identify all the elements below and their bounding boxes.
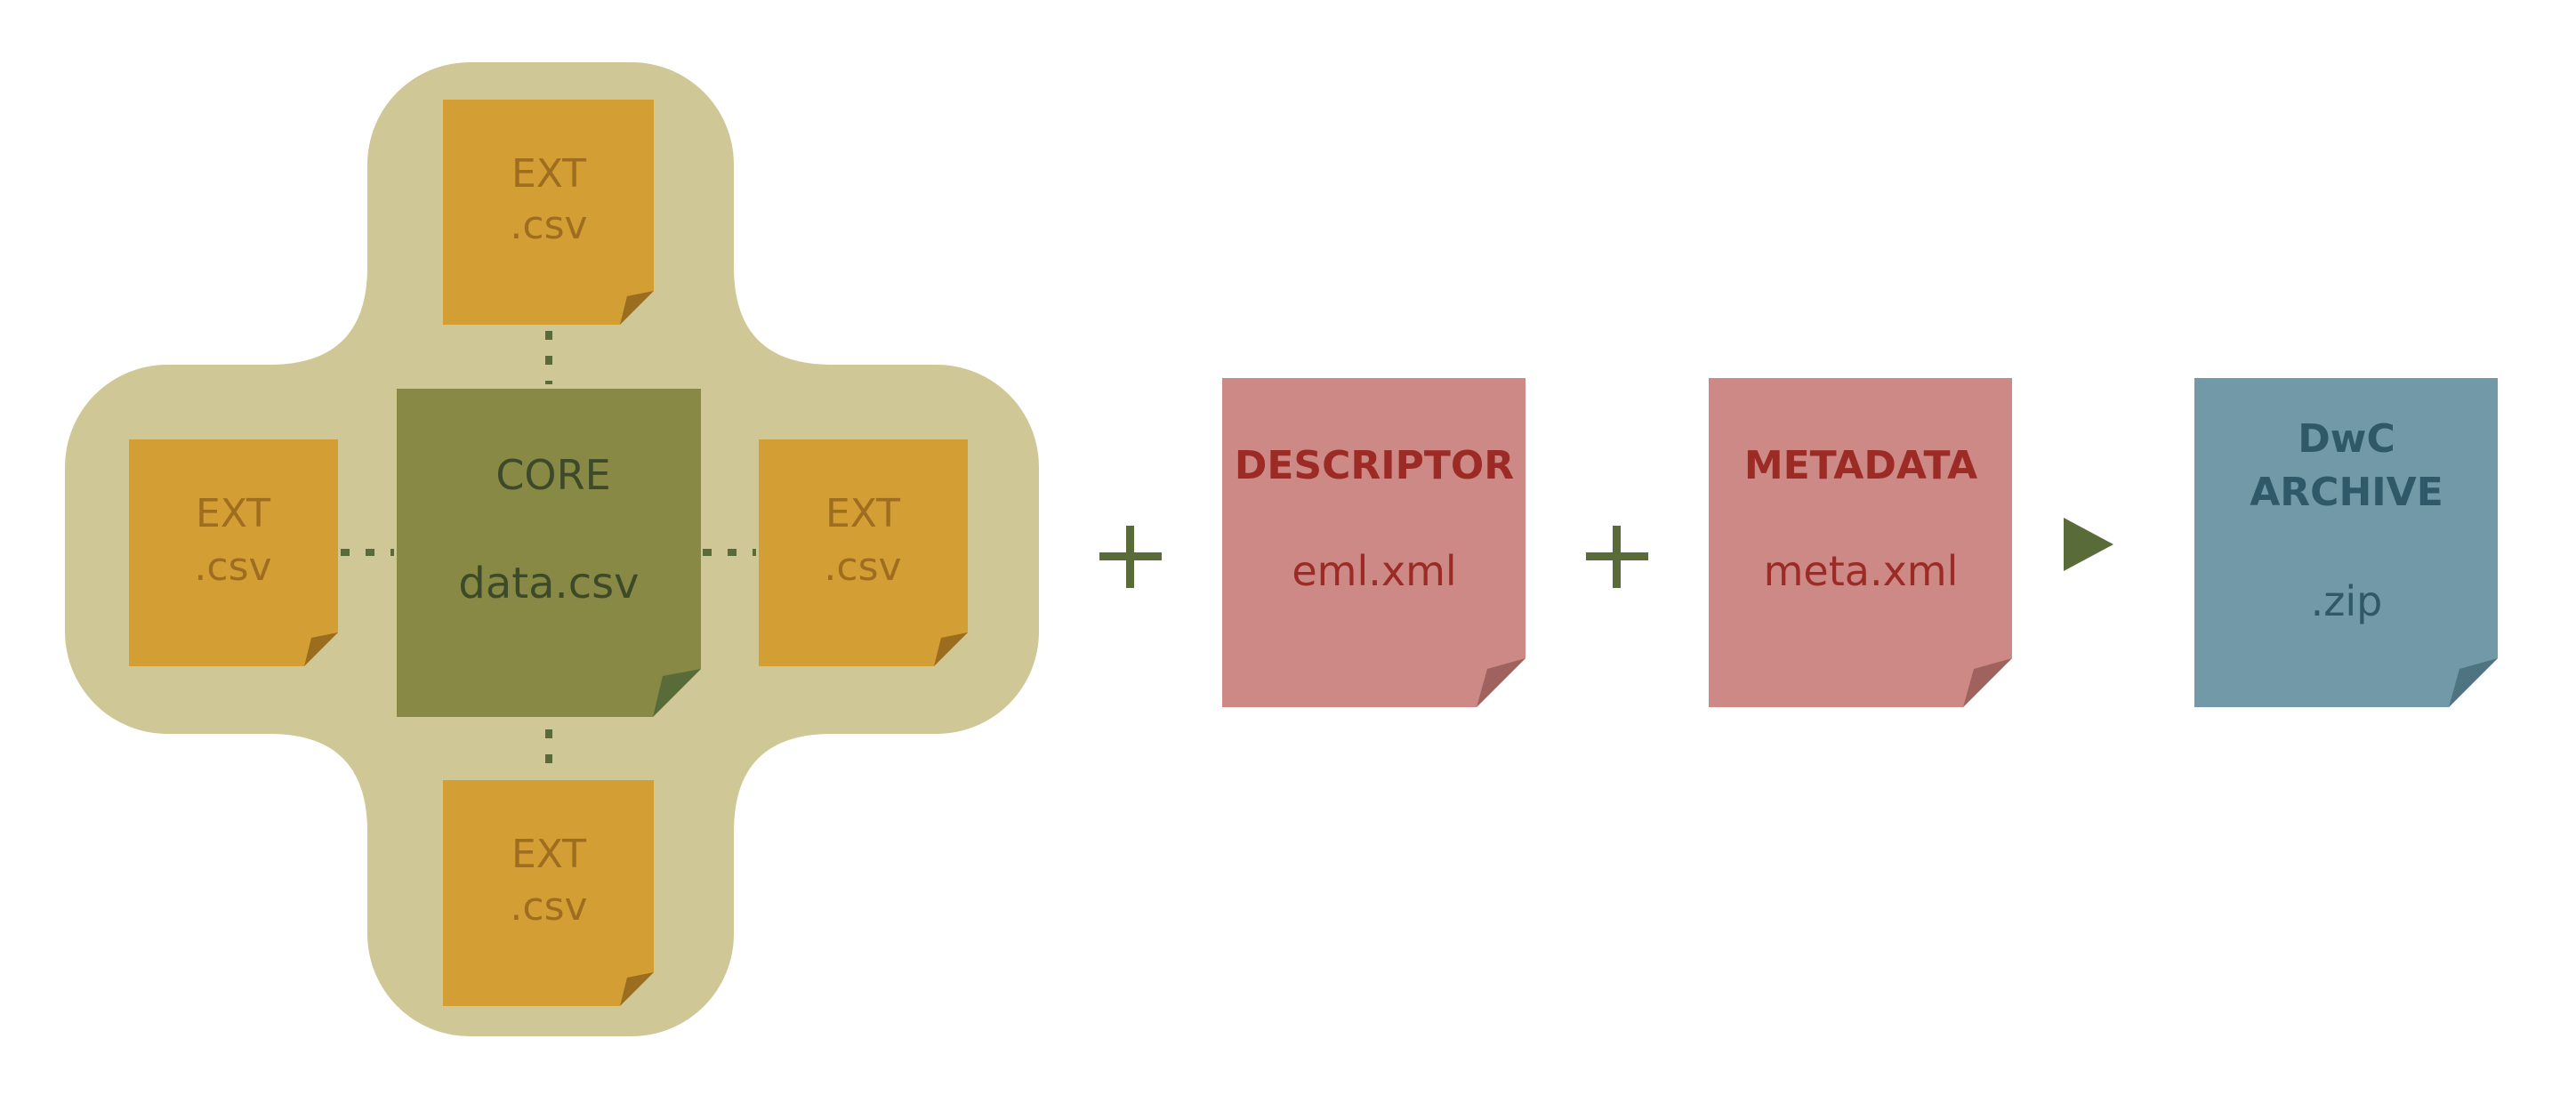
descriptor-file-label: eml.xml xyxy=(1292,547,1456,595)
core-title: CORE xyxy=(495,451,610,499)
metadata-file: METADATA meta.xml xyxy=(1709,378,2012,707)
descriptor-file: DESCRIPTOR eml.xml xyxy=(1222,378,1525,707)
descriptor-title: DESCRIPTOR xyxy=(1235,443,1514,488)
extension-file-label: .csv xyxy=(194,544,271,590)
dwc-archive-file: DwC ARCHIVE .zip xyxy=(2194,378,2498,707)
core-file: CORE data.csv xyxy=(397,389,701,717)
dotted-connectors xyxy=(341,331,756,776)
archive-title-line2: ARCHIVE xyxy=(2250,470,2443,515)
archive-title-line1: DwC xyxy=(2298,416,2395,462)
metadata-file-label: meta.xml xyxy=(1764,547,1959,595)
extension-file-top: EXT .csv xyxy=(443,100,654,325)
core-file-label: data.csv xyxy=(458,559,639,608)
extension-file-label: .csv xyxy=(510,203,587,248)
extension-title: EXT xyxy=(511,832,586,877)
play-arrow-icon xyxy=(2064,518,2113,571)
extension-file-bottom: EXT .csv xyxy=(443,780,654,1006)
extension-file-left: EXT .csv xyxy=(129,439,338,666)
extension-title: EXT xyxy=(196,491,270,536)
extension-title: EXT xyxy=(511,151,586,197)
extension-file-label: .csv xyxy=(824,544,901,590)
archive-file-label: .zip xyxy=(2311,577,2383,625)
extension-file-label: .csv xyxy=(510,884,587,930)
extension-file-right: EXT .csv xyxy=(759,439,968,666)
metadata-title: METADATA xyxy=(1744,443,1977,488)
extension-title: EXT xyxy=(825,491,900,536)
plus-icon xyxy=(1586,526,1648,588)
plus-icon xyxy=(1099,526,1162,588)
